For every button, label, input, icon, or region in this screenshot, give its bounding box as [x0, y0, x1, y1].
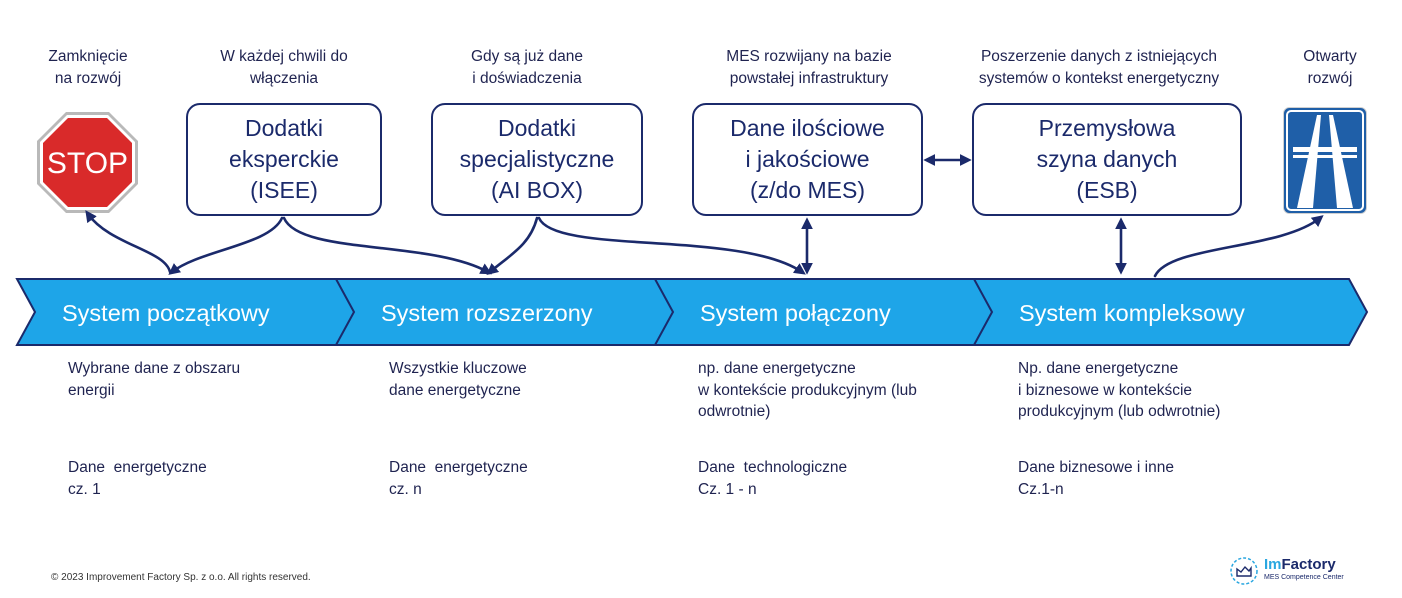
desc-line: energii: [68, 381, 115, 399]
data-line: cz. 1: [68, 480, 101, 498]
stop-sign-icon: STOP: [37, 112, 138, 213]
data-line: Dane technologiczne: [698, 459, 848, 476]
stage-desc-1: Wybrane dane z obszaru energii: [68, 358, 240, 401]
stage-label-3: System połączony: [700, 300, 891, 326]
desc-line: np. dane energetyczne: [698, 360, 856, 377]
box-line: Dodatki: [245, 115, 323, 141]
stage-data-2: Dane energetyczne cz. n: [389, 457, 528, 500]
caption-line: włączenia: [249, 70, 319, 87]
stop-sign-text: STOP: [47, 147, 128, 180]
stage-label-4: System kompleksowy: [1019, 300, 1245, 326]
desc-line: Wybrane dane z obszaru: [68, 360, 241, 377]
box-line: (ISEE): [250, 177, 318, 203]
motorway-sign-icon: [1283, 107, 1367, 214]
caption-mes: MES rozwijany na bazie powstałej infrast…: [706, 46, 912, 90]
data-line: cz. n: [389, 480, 422, 498]
logo-name-part1: Im: [1264, 556, 1282, 573]
stage-data-4: Dane biznesowe i inne Cz.1-n: [1018, 457, 1174, 500]
caption-line: MES rozwijany na bazie: [726, 48, 892, 65]
stage-desc-2: Wszystkie kluczowe dane energetyczne: [389, 358, 527, 401]
arrow-aibox-to-stage3: [537, 216, 806, 275]
stage-data-3: Dane technologiczne Cz. 1 - n: [698, 457, 847, 500]
stage-label-2: System rozszerzony: [381, 300, 593, 326]
box-line: specjalistyczne: [459, 146, 615, 172]
desc-line: i biznesowe w kontekście: [1018, 381, 1193, 399]
box-aibox: Dodatki specjalistyczne (AI BOX): [431, 103, 643, 216]
stage-data-1: Dane energetyczne cz. 1: [68, 457, 207, 500]
caption-line: Otwarty: [1303, 48, 1357, 65]
box-line: Dane ilościowe: [730, 115, 885, 141]
caption-open: Otwarty rozwój: [1290, 46, 1370, 90]
caption-line: Gdy są już dane: [470, 48, 583, 65]
arrow-aibox-to-stage2: [486, 216, 539, 276]
chevron-stage-4: [972, 278, 1369, 346]
box-line: szyna danych: [1036, 146, 1178, 172]
caption-line: na rozwój: [54, 70, 122, 87]
stage-desc-3: np. dane energetyczne w kontekście produ…: [698, 358, 917, 423]
box-line: (ESB): [1076, 177, 1138, 203]
caption-line: rozwój: [1307, 70, 1353, 87]
caption-line: W każdej chwili do: [220, 48, 348, 65]
desc-line: produkcyjnym (lub odwrotnie): [1018, 403, 1221, 420]
copyright-footer: © 2023 Improvement Factory Sp. z o.o. Al…: [51, 572, 311, 583]
logo-title: ImFactory: [1264, 556, 1336, 573]
desc-line: odwrotnie): [698, 403, 771, 420]
caption-aibox: Gdy są już dane i doświadczenia: [450, 46, 604, 90]
desc-line: Np. dane energetyczne: [1018, 360, 1179, 377]
data-line: Cz.1-n: [1018, 480, 1064, 498]
box-line: Dodatki: [498, 115, 576, 141]
data-line: Dane energetyczne: [389, 459, 528, 476]
caption-isee: W każdej chwili do włączenia: [200, 46, 368, 90]
data-line: Cz. 1 - n: [698, 480, 757, 498]
data-line: Dane energetyczne: [68, 459, 207, 476]
box-esb: Przemysłowa szyna danych (ESB): [972, 103, 1242, 216]
caption-line: powstałej infrastruktury: [729, 70, 889, 87]
box-line: (z/do MES): [749, 177, 866, 203]
box-mes: Dane ilościowe i jakościowe (z/do MES): [692, 103, 923, 216]
caption-line: systemów o kontekst energetyczny: [978, 70, 1220, 87]
desc-line: dane energetyczne: [389, 381, 521, 399]
logo-subtitle: MES Competence Center: [1264, 574, 1344, 581]
data-line: Dane biznesowe i inne: [1018, 459, 1174, 476]
box-line: (AI BOX): [490, 177, 583, 203]
arrow-to-stop: [85, 210, 172, 274]
caption-line: Zamknięcie: [48, 48, 128, 65]
caption-line: Poszerzenie danych z istniejących: [980, 48, 1218, 65]
box-line: i jakościowe: [745, 146, 870, 172]
arrow-to-motorway: [1153, 215, 1324, 278]
caption-stop: Zamknięcie na rozwój: [40, 46, 136, 90]
imfactory-logo-icon: [1230, 557, 1258, 585]
stage-chevrons: [15, 278, 1369, 346]
logo-name-part2: Factory: [1281, 556, 1336, 573]
desc-line: Wszystkie kluczowe: [389, 360, 527, 377]
caption-esb: Poszerzenie danych z istniejących system…: [950, 46, 1248, 90]
stage-desc-4: Np. dane energetyczne i biznesowe w kont…: [1018, 358, 1220, 423]
box-line: Przemysłowa: [1038, 115, 1176, 141]
desc-line: w kontekście produkcyjnym (lub: [698, 381, 917, 399]
caption-line: i doświadczenia: [472, 70, 582, 87]
box-line: eksperckie: [229, 146, 339, 172]
arrow-isee-to-stage1: [168, 216, 284, 275]
box-isee: Dodatki eksperckie (ISEE): [186, 103, 382, 216]
stage-label-1: System początkowy: [62, 300, 270, 326]
arrow-isee-to-stage2: [282, 216, 493, 275]
